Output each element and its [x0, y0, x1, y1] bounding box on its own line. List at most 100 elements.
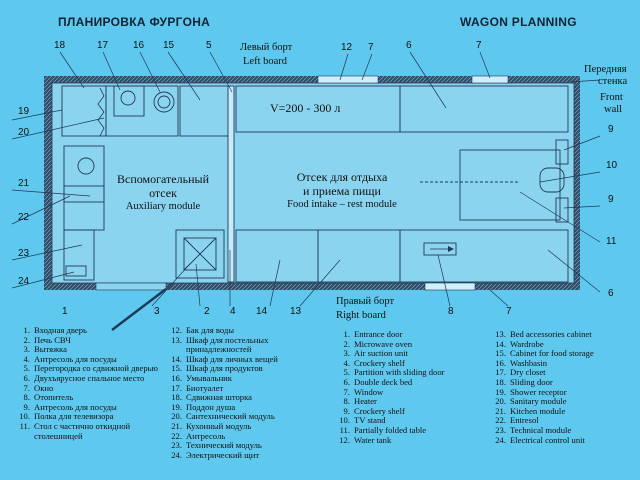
legend-item: 11.Partially folded table	[339, 424, 427, 435]
legend-item: 10.Полка для телевизора	[19, 411, 114, 422]
crockery-shelf-front-1	[555, 139, 569, 165]
front-wall-en-1: Front	[600, 92, 623, 103]
double-deck-bed-upper	[399, 85, 569, 133]
aux-zone-ru-1: Вспомогательный	[117, 172, 209, 186]
legend-item: 4.Антресоль для посуды	[23, 353, 117, 364]
rest-zone-ru-2: и приема пищи	[303, 184, 381, 198]
legend-item: 17.Dry closet	[495, 367, 546, 378]
window-bottom	[424, 282, 476, 291]
callout-number: 6	[608, 288, 614, 299]
front-wall-en-2: wall	[604, 104, 623, 115]
right-board-ru: Правый борт	[336, 296, 395, 307]
legend-item: 6.Double deck bed	[343, 376, 413, 387]
crockery-shelf-aux	[175, 229, 225, 279]
legend-item: 9.Антресоль для посуды	[23, 401, 117, 412]
door-opening	[95, 282, 167, 291]
air-suction-unit	[183, 237, 217, 271]
legend-item: 8.Heater	[343, 396, 377, 407]
legend-item: 15.Cabinet for food storage	[495, 348, 594, 359]
title-ru: ПЛАНИРОВКА ФУРГОНА	[58, 15, 211, 29]
rest-zone-en: Food intake – rest module	[287, 199, 397, 210]
left-board-en: Left board	[243, 56, 288, 67]
legend-item: 7.Window	[343, 386, 384, 397]
legend-item: 15.Шкаф для продуктов	[171, 363, 263, 374]
legend-item: 1.Entrance door	[343, 329, 403, 339]
crockery-shelf-front-2	[555, 197, 569, 223]
sliding-curtain	[97, 87, 105, 137]
electrical-control-unit	[65, 265, 87, 277]
legend-item: 19.Shower receptor	[495, 386, 567, 397]
legend-ru-col-2: 12.Бак для воды 13.Шкаф для постельных п…	[166, 325, 316, 460]
window-top-1	[317, 75, 379, 84]
legend-item: 16.Умывальник	[171, 372, 232, 383]
legend-item: 23.Технический модуль	[171, 440, 262, 451]
callout-number: 1	[62, 306, 68, 317]
legend-item: 21.Kitchen module	[495, 405, 566, 416]
legend-item: 13.Bed accessories cabinet	[495, 329, 592, 339]
kitchen-sink	[77, 157, 95, 175]
right-board-en: Right board	[336, 310, 386, 321]
legend-item: 24.Electrical control unit	[495, 434, 585, 445]
callout-number: 7	[506, 306, 512, 317]
callout-number: 21	[18, 178, 30, 189]
legend-item: 5.Перегородка со сдвижной дверью	[23, 363, 158, 374]
legend-item: 2.Печь СВЧ	[23, 334, 71, 345]
callout-number: 6	[406, 40, 412, 51]
partition	[227, 85, 235, 283]
legend-item: 5.Partition with sliding door	[343, 367, 445, 378]
double-deck-bed-lower	[399, 229, 569, 283]
legend-item: 3.Вытяжка	[23, 344, 67, 355]
rest-zone-label: Отсек для отдыха и приема пищи Food inta…	[262, 170, 422, 212]
callout-number: 5	[206, 40, 212, 51]
legend-item: 14.Wardrobe	[495, 338, 544, 349]
legend-item: 12.Water tank	[339, 434, 392, 445]
legend-item: 7.Окно	[23, 382, 54, 393]
legend-item: 24.Электрический щит	[171, 449, 260, 460]
heater	[423, 242, 457, 256]
legend-item: 23.Technical module	[495, 424, 572, 435]
legend-ru-col-1: 1.Входная дверь 2.Печь СВЧ 3.Вытяжка 4.А…	[14, 325, 164, 441]
callout-number: 20	[18, 127, 30, 138]
legend-item: 9.Crockery shelf	[343, 405, 405, 416]
technical-module	[63, 229, 95, 281]
dry-closet	[113, 85, 145, 117]
water-tank-volume: V=200 - 300 л	[270, 101, 341, 115]
legend-item: 11.Стол с частично откидной столешницей	[19, 420, 131, 441]
callout-number: 16	[133, 40, 145, 51]
legend-item: 4.Crockery shelf	[343, 357, 405, 368]
legend-item: 6.Двухъярусное спальное место	[23, 372, 145, 383]
dry-closet-bowl	[120, 90, 136, 106]
callout-number: 24	[18, 276, 30, 287]
microwave-oven	[183, 237, 217, 271]
legend-item: 17.Биотуалет	[171, 382, 224, 393]
aux-zone-en: Auxiliary module	[125, 201, 201, 212]
callout-number: 9	[608, 124, 614, 135]
callout-number: 12	[341, 42, 353, 53]
legend-item: 2.Microwave oven	[343, 338, 412, 349]
callout-number: 17	[97, 40, 109, 51]
legend-item: 18.Sliding door	[495, 376, 553, 387]
legend-item: 1.Входная дверь	[23, 325, 87, 335]
legend-item: 14.Шкаф для личных вещей	[171, 353, 278, 364]
callout-number: 7	[476, 40, 482, 51]
callout-number: 9	[608, 194, 614, 205]
legend-item: 20.Sanitary module	[495, 396, 567, 407]
callout-number: 14	[256, 306, 268, 317]
legend-item: 8.Отопитель	[23, 392, 74, 403]
legend-en-col-2: 13.Bed accessories cabinet 14.Wardrobe 1…	[490, 329, 638, 445]
legend-en-col-1: 1.Entrance door 2.Microwave oven 3.Air s…	[334, 329, 494, 445]
callout-number: 15	[163, 40, 175, 51]
legend-item: 22.Антресоль	[171, 430, 226, 441]
legend-item: 10.TV stand	[339, 415, 386, 426]
washbasin	[153, 91, 175, 113]
tv-stand	[539, 167, 565, 193]
callout-number: 8	[448, 306, 454, 317]
table	[459, 149, 561, 221]
left-board-ru: Левый борт	[240, 42, 293, 53]
callout-number: 10	[606, 160, 618, 171]
legend-item: 13.Шкаф для постельных принадлежностей	[171, 334, 269, 355]
legend-item: 3.Air suction unit	[343, 348, 408, 359]
window-top-2	[471, 75, 509, 84]
